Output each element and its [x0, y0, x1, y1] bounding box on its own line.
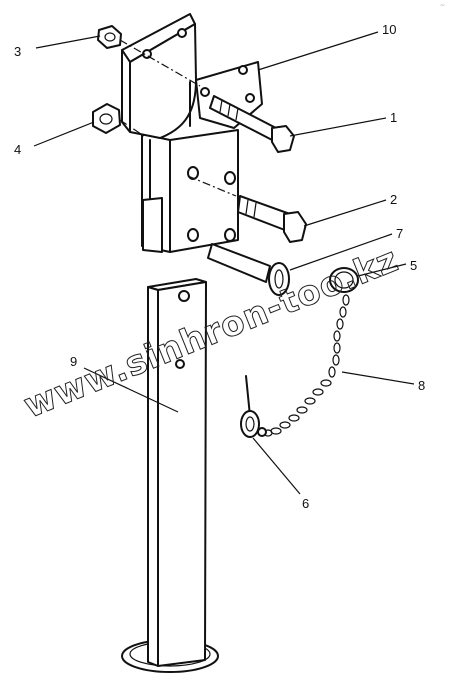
callout-5: 5 — [410, 258, 417, 273]
watermark-text: www.sinhron-too.kz — [18, 239, 404, 426]
pin-part-7 — [207, 243, 290, 296]
ring-part-5 — [329, 267, 359, 293]
inner-tube-part-9 — [147, 278, 207, 667]
callout-2: 2 — [390, 192, 397, 207]
callout-3: 3 — [14, 44, 21, 59]
small-nut-part-3 — [97, 25, 122, 49]
callout-8: 8 — [418, 378, 425, 393]
callout-7: 7 — [396, 226, 403, 241]
corner-mark: ~ — [440, 2, 445, 9]
callout-10: 10 — [382, 22, 396, 37]
callout-1: 1 — [390, 110, 397, 125]
chain-part-8 — [263, 294, 350, 437]
callout-6: 6 — [302, 496, 309, 511]
callout-9: 9 — [70, 354, 77, 369]
callout-4: 4 — [14, 142, 21, 157]
housing-part-10 — [121, 13, 263, 253]
lower-bolt-part-2 — [237, 195, 307, 243]
leader-lines — [33, 31, 415, 495]
upper-bolt-part-1 — [209, 95, 295, 153]
large-nut-part-4 — [92, 103, 121, 134]
clip-pin-part-6 — [240, 375, 267, 438]
